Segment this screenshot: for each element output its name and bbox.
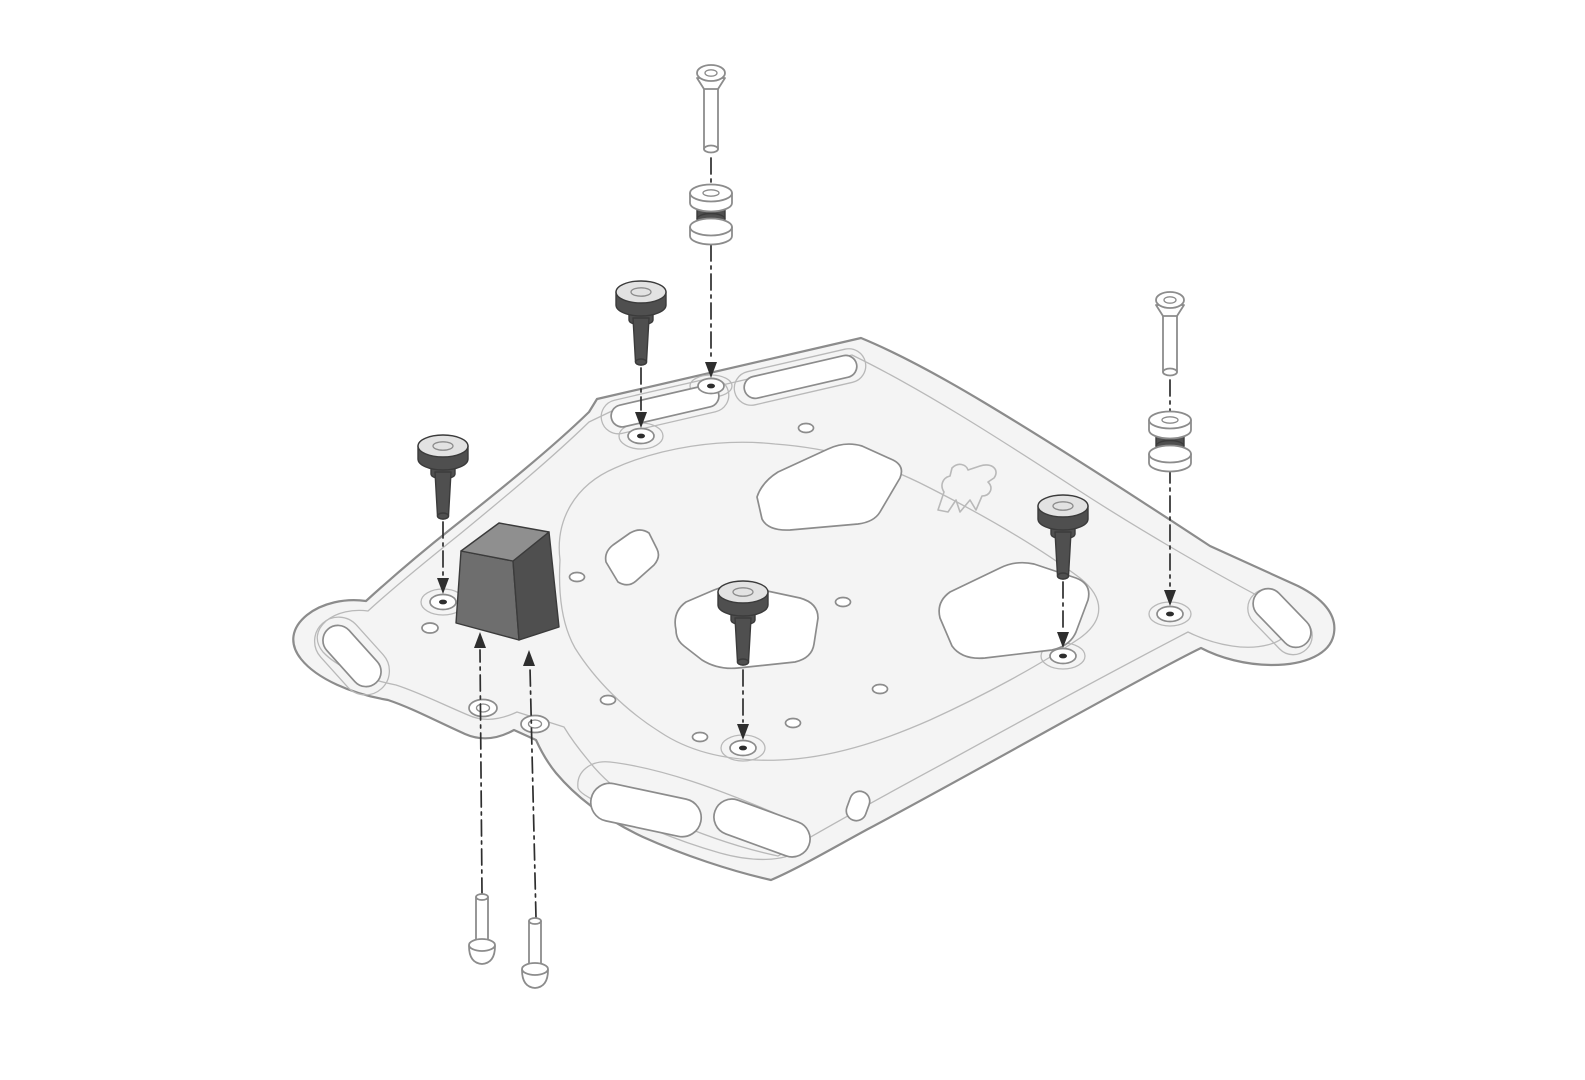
pan-head-screw-right [521, 917, 549, 989]
mounting-hole-upper-left [627, 427, 655, 445]
small-hole [421, 622, 439, 634]
guide-line [529, 667, 537, 919]
rack-plate-center-ridge [558, 441, 1100, 761]
rubber-stop-top-face [460, 522, 550, 562]
cutout-top-slot-right [743, 354, 858, 400]
screw-drive [704, 69, 718, 77]
small-hole [568, 571, 586, 583]
countersunk-screw-right [1155, 291, 1185, 377]
spacer-bushing-right [1148, 410, 1192, 473]
spacer-bore [702, 189, 720, 197]
cutout-small-left [604, 529, 660, 586]
screw-drive [1163, 296, 1177, 304]
rubber-stop-hole-right [520, 714, 550, 734]
adapter-stud-left [417, 434, 469, 520]
small-hole [834, 596, 852, 608]
guide-arrow-down [737, 724, 749, 740]
guide-arrow-down [1057, 632, 1069, 648]
guide-arrow-up [523, 650, 535, 666]
spacer-top-flange [1148, 410, 1192, 430]
screw-tip [1162, 367, 1178, 377]
guide-arrow-up [474, 632, 486, 648]
mounting-hole-center [729, 739, 757, 757]
spacer-bottom-flange [689, 217, 733, 237]
mounting-hole-top [697, 377, 725, 395]
screw-head [696, 64, 726, 82]
cutout-right [938, 561, 1090, 660]
small-hole [784, 717, 802, 729]
guide-arrow-down [1164, 590, 1176, 606]
spacer-bore [1161, 416, 1179, 424]
mounting-hole-left [429, 593, 457, 611]
slot-boss [600, 377, 730, 435]
countersunk-screw-top [696, 64, 726, 154]
cutout-bottom-oval-right [713, 798, 811, 858]
guide-arrows [437, 362, 1176, 740]
mounting-hole-far-right [1156, 605, 1184, 623]
adapter-stud-upper-left [615, 280, 667, 366]
guide-line [479, 649, 483, 895]
screw-shaft [703, 86, 719, 150]
screw-head [1155, 291, 1185, 309]
screw-tip [703, 144, 719, 154]
rubber-stop-hole-left [468, 698, 498, 718]
guide-arrow-down [705, 362, 717, 378]
slot-boss [313, 616, 391, 696]
small-hole [871, 683, 889, 695]
pan-head-screw-left [468, 893, 496, 965]
mounting-holes [421, 377, 1184, 757]
brand-logo-horse [937, 463, 997, 513]
cutout-left-grip-slot [322, 624, 382, 688]
guide-arrow-down [635, 412, 647, 428]
slot-boss [733, 348, 867, 406]
screw-shaft [1162, 313, 1178, 373]
small-hole [797, 422, 815, 434]
guide-arrow-down [437, 578, 449, 594]
cutout-bottom-oval-left [589, 782, 703, 838]
rubber-stop [455, 522, 560, 641]
spacer-bushing-top [689, 183, 733, 246]
small-hole [599, 694, 617, 706]
small-hole [691, 731, 709, 743]
cutout-bottom-small [845, 790, 871, 822]
mounting-hole-right [1049, 647, 1077, 665]
cutout-right-grip-slot [1252, 587, 1312, 649]
cutout-upper-right [756, 443, 903, 531]
spacer-top-flange [689, 183, 733, 203]
spacer-bottom-flange [1148, 444, 1192, 464]
